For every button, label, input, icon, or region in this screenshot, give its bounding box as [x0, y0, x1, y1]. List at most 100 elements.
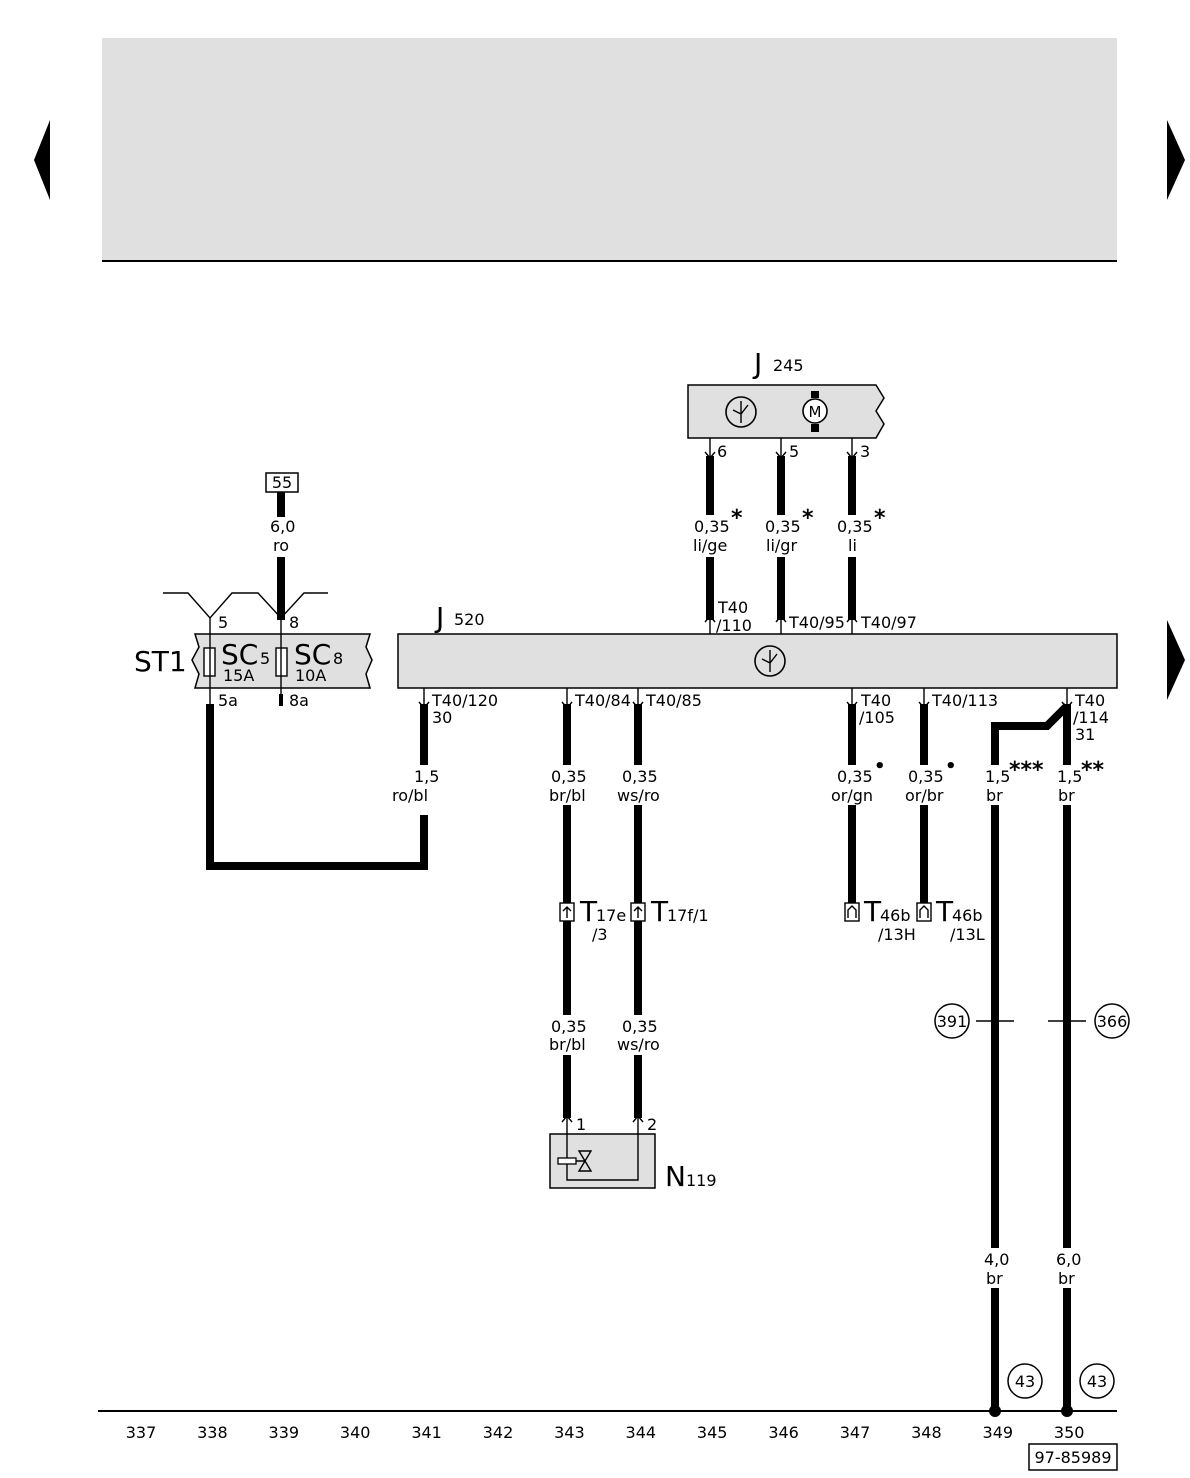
next-page-arrow-icon[interactable] — [1167, 120, 1185, 200]
wire-br-1-upper — [991, 703, 1070, 765]
wire-br-60-size: 6,0 — [1056, 1250, 1081, 1269]
sc8-number: 8 — [333, 649, 343, 668]
n119-inner-circuit — [566, 1134, 639, 1181]
ref-43-b-circle — [1079, 1363, 1115, 1399]
t46b-13h-pin: /13H — [878, 925, 916, 944]
wire-br-2-mark: ** — [1081, 758, 1105, 783]
track-number: 337 — [126, 1423, 157, 1442]
j245-box — [687, 384, 885, 439]
ref-391-circle — [934, 1003, 970, 1039]
track-number: 344 — [626, 1423, 657, 1442]
ref-391-label: 391 — [937, 1012, 968, 1031]
t40-114-terminal: 31 — [1075, 725, 1095, 744]
t40-114-label-b: /114 — [1073, 708, 1109, 727]
prev-page-arrow-icon[interactable] — [34, 120, 50, 200]
wire-or-br-size: 0,35 — [908, 767, 944, 786]
bus-line-left — [163, 592, 328, 620]
wire-ro-color: ro — [273, 536, 289, 555]
continue-arrow-icon[interactable] — [1167, 620, 1185, 700]
t17f-sub: 17f/1 — [667, 906, 709, 925]
track-number: 342 — [483, 1423, 514, 1442]
track-number: 346 — [768, 1423, 799, 1442]
t17e-connector-pin — [562, 906, 572, 918]
t17e-sub: 17e — [596, 906, 626, 925]
wire-li-size: 0,35 — [837, 517, 873, 536]
wire-ws-ro-upper-color: ws/ro — [617, 786, 660, 805]
track-number: 350 — [1054, 1423, 1085, 1442]
ground-point-349 — [989, 1405, 1001, 1417]
track-number: 339 — [269, 1423, 300, 1442]
wire-or-gn-mark: • — [874, 756, 886, 777]
track-number: 338 — [197, 1423, 228, 1442]
t40-97-label: T40/97 — [860, 613, 917, 632]
n119-pin-1: 1 — [576, 1115, 586, 1134]
st1-label: ST1 — [134, 645, 187, 678]
motor-icon-label: M — [809, 403, 822, 421]
ground-point-350 — [1061, 1405, 1073, 1417]
t40-84-label: T40/84 — [574, 691, 631, 710]
j245-electronic-icon-glyph — [732, 401, 749, 423]
wire-br-40-color: br — [986, 1269, 1003, 1288]
j520-letter: J — [434, 601, 444, 634]
t40-120-tick — [418, 688, 430, 710]
t40-85-label: T40/85 — [645, 691, 702, 710]
t40-95-tick — [775, 614, 787, 634]
wire-li-gr-color: li/gr — [766, 536, 797, 555]
sc5-number: 5 — [260, 649, 270, 668]
t40-110-label-b: /110 — [716, 616, 752, 635]
wire-br-bl-upper-size: 0,35 — [551, 767, 587, 786]
ref-43-a-label: 43 — [1015, 1372, 1035, 1391]
t40-95-label: T40/95 — [788, 613, 845, 632]
wire-li-ge-color: li/ge — [693, 536, 727, 555]
t40-120-label: T40/120 — [431, 691, 498, 710]
sc5-letters: SC — [221, 638, 258, 671]
n119-number: 119 — [686, 1171, 717, 1190]
motor-icon-shaft-bottom — [811, 424, 819, 432]
ref-43-a-circle — [1007, 1363, 1043, 1399]
wire-ws-ro-lower-color: ws/ro — [617, 1035, 660, 1054]
wire-br-1-mark: *** — [1009, 758, 1044, 783]
wire-ro-bl-size: 1,5 — [414, 767, 439, 786]
wire-br-2-size: 1,5 — [1057, 767, 1082, 786]
doc-id: 97-85989 — [1034, 1448, 1111, 1467]
wire-li-gr-mark: * — [802, 506, 814, 531]
st1-pin-5: 5 — [218, 613, 228, 632]
track-number: 343 — [554, 1423, 585, 1442]
ref-366-circle — [1094, 1003, 1130, 1039]
t40-105-label-b: /105 — [859, 708, 895, 727]
st1-pin-8: 8 — [289, 613, 299, 632]
track-number: 349 — [983, 1423, 1014, 1442]
n119-coil-icon — [557, 1157, 577, 1165]
wire-br-bl-upper-color: br/bl — [549, 786, 586, 805]
t40-113-label: T40/113 — [931, 691, 998, 710]
st1-pin-8a-stub — [279, 694, 283, 706]
track-number: 341 — [411, 1423, 442, 1442]
t40-120-terminal: 30 — [432, 708, 452, 727]
j245-pin-5: 5 — [789, 442, 799, 461]
wire-ws-ro-upper-size: 0,35 — [622, 767, 658, 786]
splice-391-point — [991, 1017, 999, 1025]
t46b-13l-main: T — [935, 895, 954, 928]
t46b-13h-socket — [847, 905, 857, 918]
ref-55-label: 55 — [272, 473, 292, 492]
wire-ro-size: 6,0 — [270, 517, 295, 536]
wire-br-40-size: 4,0 — [984, 1250, 1009, 1269]
t46b-13h-main: T — [863, 895, 882, 928]
st1-pin-8a: 8a — [289, 691, 309, 710]
j520-number: 520 — [454, 610, 485, 629]
n119-pin-2-tick — [632, 1114, 644, 1134]
wire-ro-bl-color: ro/bl — [392, 786, 428, 805]
wire-br-bl-lower-size: 0,35 — [551, 1017, 587, 1036]
t17f-connector-pin — [633, 906, 643, 918]
track-number: 345 — [697, 1423, 728, 1442]
st1-pin-5a: 5a — [218, 691, 238, 710]
wire-or-br-color: or/br — [905, 786, 944, 805]
n119-valve-icon — [576, 1150, 593, 1172]
t17e-pin: /3 — [592, 925, 608, 944]
wire-br-1-color: br — [986, 786, 1003, 805]
j520-electronic-icon-glyph — [761, 650, 778, 672]
t17e-main: T — [579, 895, 598, 928]
t40-110-tick — [704, 614, 716, 634]
